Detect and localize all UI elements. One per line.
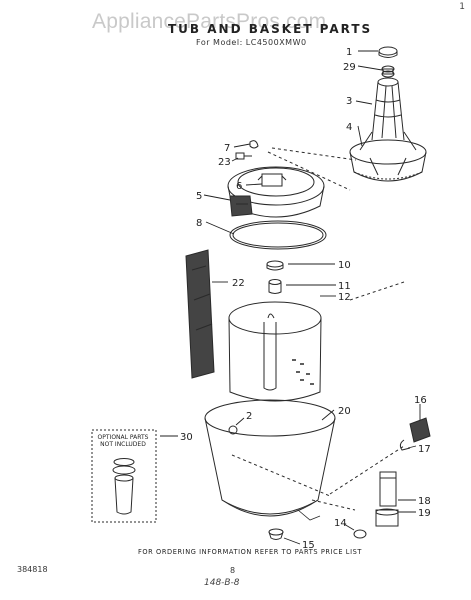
part-cap: [378, 46, 398, 58]
alignment-lines: [231, 147, 405, 511]
callout-30: 30: [180, 432, 193, 443]
part-filter-housing: [375, 508, 399, 527]
callout-19: 19: [418, 508, 431, 519]
part-drain-nipple: [268, 528, 284, 540]
callout-11: 11: [338, 281, 351, 292]
leader-lines: [160, 50, 421, 545]
callout-5: 5: [196, 191, 202, 202]
handwritten-note: 148-B-8: [204, 578, 240, 588]
callout-2: 2: [246, 411, 252, 422]
part-seal-ring: [229, 220, 327, 250]
callout-23: 23: [218, 157, 231, 168]
callout-22: 22: [232, 278, 245, 289]
watermark-logo: AppliancePartsPros.com: [92, 10, 327, 33]
document-number: 384818: [17, 565, 48, 574]
callout-6: 6: [236, 181, 242, 192]
part-agitator-base: [349, 131, 427, 182]
optional-parts-line1: OPTIONAL PARTS: [97, 434, 149, 441]
callout-1: 1: [346, 47, 352, 58]
callout-29: 29: [343, 62, 356, 73]
part-fastener: [381, 65, 395, 78]
optional-parts-box: [91, 429, 157, 523]
part-tub-cover: [185, 249, 215, 379]
callout-17: 17: [418, 444, 431, 455]
part-tub-fitting: [228, 425, 238, 435]
page-title: TUB AND BASKET PARTS: [168, 22, 373, 36]
callout-15: 15: [302, 540, 315, 551]
callout-16: 16: [414, 395, 427, 406]
part-hub: [268, 279, 282, 294]
callout-4: 4: [346, 122, 352, 133]
callout-10: 10: [338, 260, 351, 271]
page-number: 8: [230, 566, 236, 575]
part-nut: [266, 260, 284, 271]
part-hose-elbow: [399, 439, 411, 451]
optional-parts-label: OPTIONAL PARTS NOT INCLUDED: [93, 434, 153, 448]
part-bracket: [229, 195, 253, 217]
corner-mark: 1: [459, 2, 465, 12]
part-clip: [249, 140, 259, 149]
callout-20: 20: [338, 406, 351, 417]
callout-8: 8: [196, 218, 202, 229]
part-screw: [235, 152, 252, 160]
part-hose-clamp: [353, 529, 367, 539]
callout-12: 12: [338, 292, 351, 303]
callout-labels: 1 29 3 4 7 23 6 5 8 10 11 12 22 2 20 30 …: [180, 47, 431, 551]
model-subtitle: For Model: LC4500XMW0: [196, 38, 307, 47]
ordering-note: FOR ORDERING INFORMATION REFER TO PARTS …: [138, 548, 363, 556]
part-pump: [409, 417, 431, 443]
part-agitator-column: [371, 77, 405, 141]
callout-14: 14: [334, 518, 347, 529]
part-basket: [228, 301, 322, 402]
callout-7: 7: [224, 143, 230, 154]
callout-18: 18: [418, 496, 431, 507]
optional-parts-line2: NOT INCLUDED: [100, 441, 146, 448]
callout-3: 3: [346, 96, 352, 107]
part-filter: [379, 471, 397, 507]
part-outer-tub: [204, 399, 336, 521]
